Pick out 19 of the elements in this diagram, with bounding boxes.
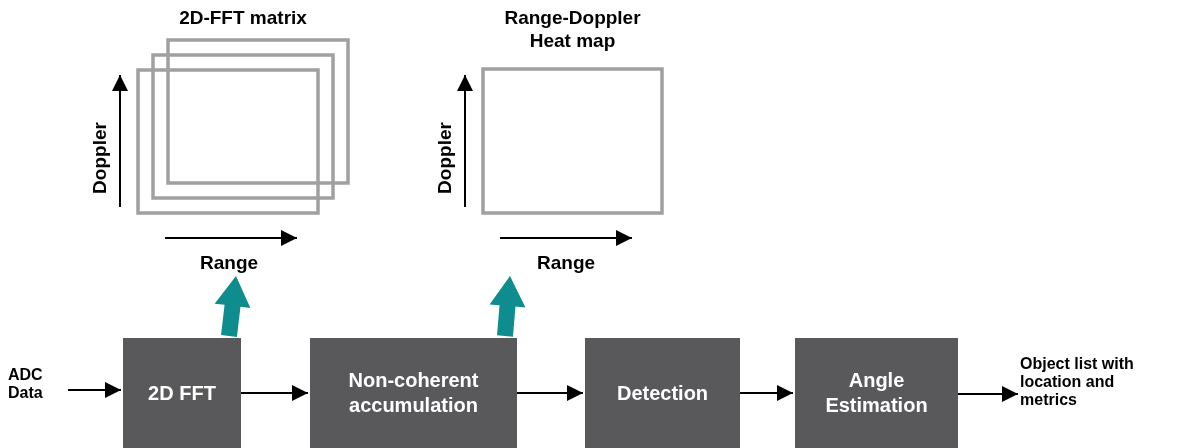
arrow bbox=[516, 385, 584, 401]
figure-title: 2D-FFT matrix bbox=[178, 6, 308, 29]
arrow bbox=[240, 385, 309, 401]
figure-title: Range-Doppler Heat map bbox=[503, 6, 642, 52]
process-box: Non-coherent accumulation bbox=[310, 338, 517, 448]
arrow bbox=[739, 385, 794, 401]
arrow bbox=[957, 386, 1019, 402]
flow-text: ADC Data bbox=[8, 366, 44, 402]
process-box: Angle Estimation bbox=[795, 338, 958, 448]
axis-label: Range bbox=[537, 252, 596, 274]
process-box: Detection bbox=[585, 338, 740, 448]
thick-arrow bbox=[214, 276, 251, 337]
arrow bbox=[67, 382, 122, 398]
flow-text: Object list with location and metrics bbox=[1020, 355, 1135, 409]
axis-label: Range bbox=[200, 252, 259, 274]
process-box: 2D FFT bbox=[123, 338, 241, 448]
axis-label: Doppler bbox=[89, 122, 111, 194]
axis-label: Doppler bbox=[434, 122, 456, 194]
thick-arrow bbox=[489, 276, 526, 337]
